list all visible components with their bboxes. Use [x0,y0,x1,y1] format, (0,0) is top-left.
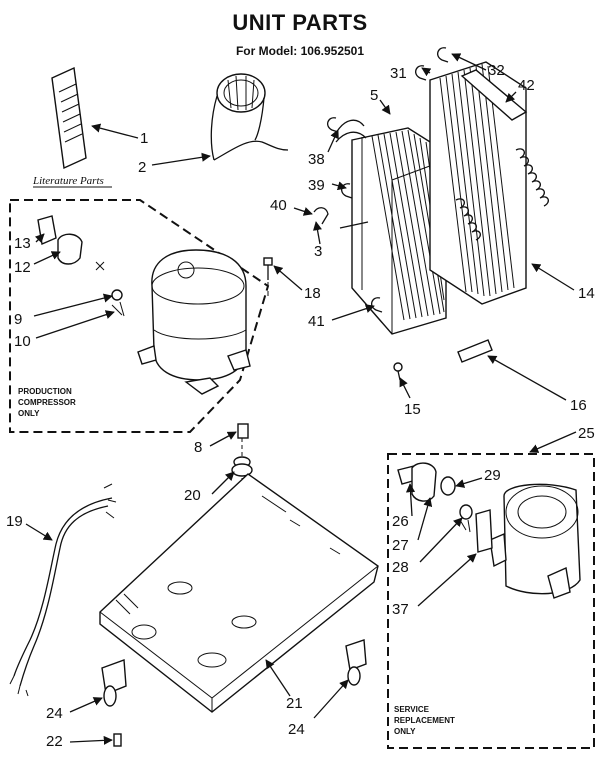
base-pan [99,473,379,713]
production-compressor [137,249,251,395]
service-replacement-box [387,453,595,749]
callout-42: 42 [518,77,535,94]
callout-38: 38 [308,151,325,168]
callout-14: 14 [578,285,595,302]
overload-9 [111,289,123,301]
service-label-2: REPLACEMENT [394,716,455,725]
caster-right [345,639,367,686]
callout-24-left: 24 [46,705,63,722]
grommet-20 [231,456,253,477]
callout-1: 1 [140,130,148,147]
caster-left [101,659,127,707]
service-label-3: ONLY [394,727,416,736]
model-line: For Model: 106.952501 [236,44,364,58]
callout-19: 19 [6,513,23,530]
screw-22 [113,733,122,747]
clip-38 [326,117,339,133]
screw-18 [263,257,273,280]
overload-clip-13 [37,215,57,245]
callout-21: 21 [286,695,303,712]
clip-31 [414,65,427,81]
callout-8: 8 [194,439,202,456]
exhaust-duct [210,73,289,161]
callout-29: 29 [484,467,501,484]
callout-18: 18 [304,285,321,302]
service-relay-27 [411,462,437,502]
terminal-10 [111,301,125,317]
callout-40: 40 [270,197,287,214]
callout-22: 22 [46,733,63,750]
callout-26: 26 [392,513,409,530]
literature-booklet [51,66,87,170]
wiring-harness [9,483,117,697]
clip-39 [340,183,353,199]
service-overload-29 [440,476,456,496]
callout-24-right: 24 [288,721,305,738]
production-label-3: ONLY [18,409,40,418]
clip-40 [313,207,329,225]
callout-39: 39 [308,177,325,194]
service-label-1: SERVICE [394,705,430,714]
callout-20: 20 [184,487,201,504]
callout-16: 16 [570,397,587,414]
callout-27: 27 [392,537,409,554]
callout-28: 28 [392,559,409,576]
callout-37: 37 [392,601,409,618]
callout-2: 2 [138,159,146,176]
callout-13: 13 [14,235,31,252]
production-label-2: COMPRESSOR [18,398,76,407]
callout-41: 41 [308,313,325,330]
clip-32 [436,47,449,63]
foam-strip-42 [460,69,528,121]
condenser-coil [335,119,447,335]
callout-25: 25 [578,425,595,442]
service-clip-37 [475,509,493,553]
foam-strip-16 [457,339,493,363]
screw-15 [393,362,403,381]
leader-lines [25,53,577,745]
service-compressor [489,483,581,599]
callout-3: 3 [314,243,322,260]
callout-9: 9 [14,311,22,328]
callout-12: 12 [14,259,31,276]
production-compressor-box [9,199,270,433]
literature-parts-label: Literature Parts [32,175,104,187]
clip-41 [370,297,383,313]
page-title: UNIT PARTS [232,10,367,35]
service-terminal-28 [459,504,473,533]
spacer-8 [237,423,249,439]
callout-5: 5 [370,87,378,104]
production-label-1: PRODUCTION [18,387,72,396]
callout-32: 32 [488,62,505,79]
callout-10: 10 [14,333,31,350]
callout-31: 31 [390,65,407,82]
callout-15: 15 [404,401,421,418]
callout-numbers: 1 2 3 5 32 31 42 38 39 40 41 14 15 16 18… [6,62,595,750]
relay-12 [57,233,83,265]
